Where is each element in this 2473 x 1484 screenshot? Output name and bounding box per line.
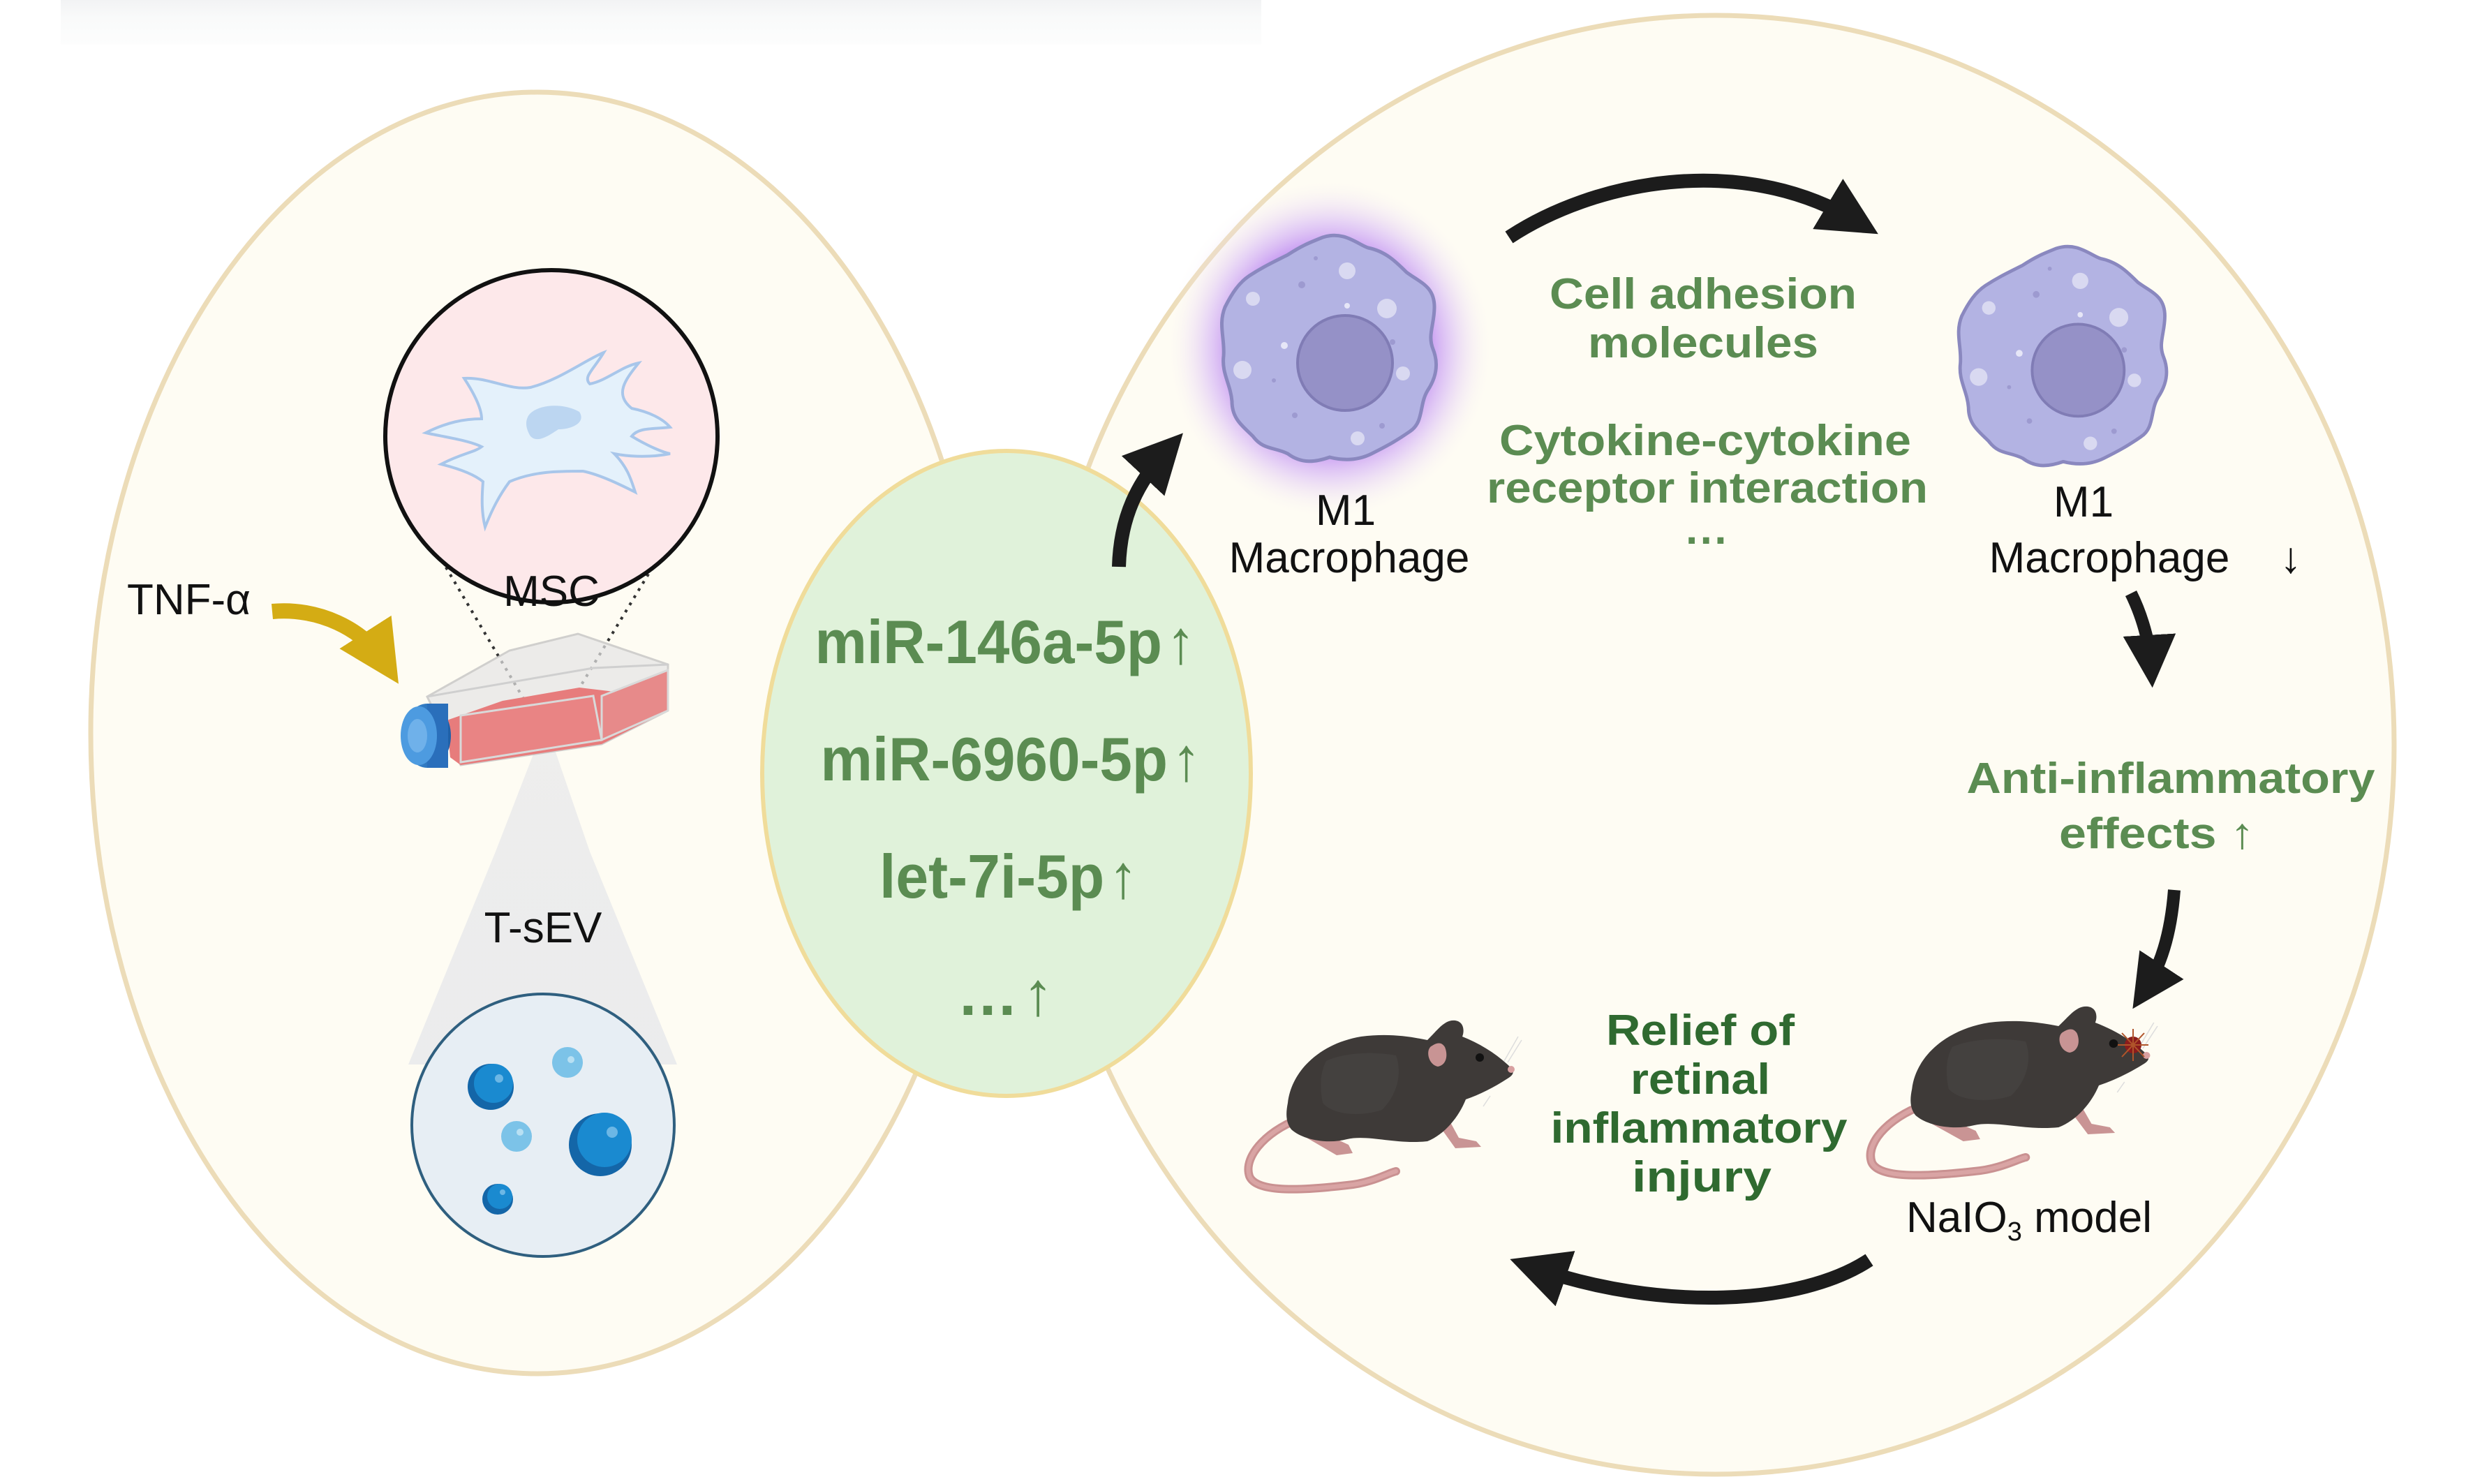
pathway-line: molecules xyxy=(1588,319,1818,367)
zoom-line-right xyxy=(547,508,689,741)
mirna-item: …↑ xyxy=(957,959,1053,1028)
m1-macrophage-activated-icon xyxy=(1166,178,1494,520)
arrow-macrophage-to-effects xyxy=(2123,590,2176,688)
macrophage-decrease-arrow: ↓ xyxy=(2280,534,2302,582)
effect-line1: Anti-inflammatory xyxy=(1967,755,2376,803)
msc-cell-icon xyxy=(383,268,720,604)
mirna-panel-ellipse xyxy=(760,449,1253,1098)
outcome-line: injury xyxy=(1632,1153,1772,1201)
macrophage-before-line2: Macrophage xyxy=(1229,534,1470,582)
pathway-line: Cytokine-cytokine xyxy=(1499,417,1911,465)
t-sev-label: T-sEV xyxy=(484,904,602,952)
mirna-item: let-7i-5p↑ xyxy=(879,842,1138,911)
stimulus-arrow xyxy=(271,603,399,684)
pathway-line: Cell adhesion xyxy=(1550,270,1857,318)
pathway-ellipsis: ··· xyxy=(1686,517,1729,565)
outcome-text: Relief of retinal inflammatory injury xyxy=(1551,1007,1848,1201)
top-gradient-bar xyxy=(61,0,1261,45)
outcome-line: Relief of xyxy=(1606,1007,1795,1055)
arrow-effects-to-model xyxy=(2132,889,2184,1009)
arrow-model-to-relief xyxy=(1510,1251,1873,1307)
arrow-macrophage-transition xyxy=(1505,173,1878,244)
outcome-line: inflammatory xyxy=(1551,1104,1848,1152)
macrophage-after-line1: M1 xyxy=(2054,478,2114,526)
outcome-line: retinal xyxy=(1631,1055,1770,1104)
zoom-cone-vesicles xyxy=(408,740,677,1064)
culture-flask-icon xyxy=(401,632,669,768)
tnf-alpha-label: TNF-α xyxy=(127,576,251,624)
mirna-list: miR-146a-5p↑ miR-6960-5p↑ let-7i-5p↑ …↑ xyxy=(815,607,1201,1028)
arrow-mirna-to-macrophage xyxy=(1112,433,1183,567)
pathway-line: receptor interaction xyxy=(1487,464,1928,512)
naio3-model-mouse-icon xyxy=(1871,1007,2158,1175)
effect-line2: effects ↑ xyxy=(2059,810,2255,858)
macrophage-before-line1: M1 xyxy=(1316,487,1376,535)
naio3-model-label: NaIO3 model xyxy=(1906,1194,2152,1247)
macrophage-after-line2: Macrophage xyxy=(1989,534,2230,582)
pathway-list: Cell adhesion molecules Cytokine-cytokin… xyxy=(1487,270,1928,565)
mirna-item: miR-146a-5p↑ xyxy=(815,607,1196,676)
msc-label: MSC xyxy=(503,567,600,616)
mirna-item: miR-6960-5p↑ xyxy=(821,725,1201,794)
vesicle-circle-icon xyxy=(410,993,676,1258)
